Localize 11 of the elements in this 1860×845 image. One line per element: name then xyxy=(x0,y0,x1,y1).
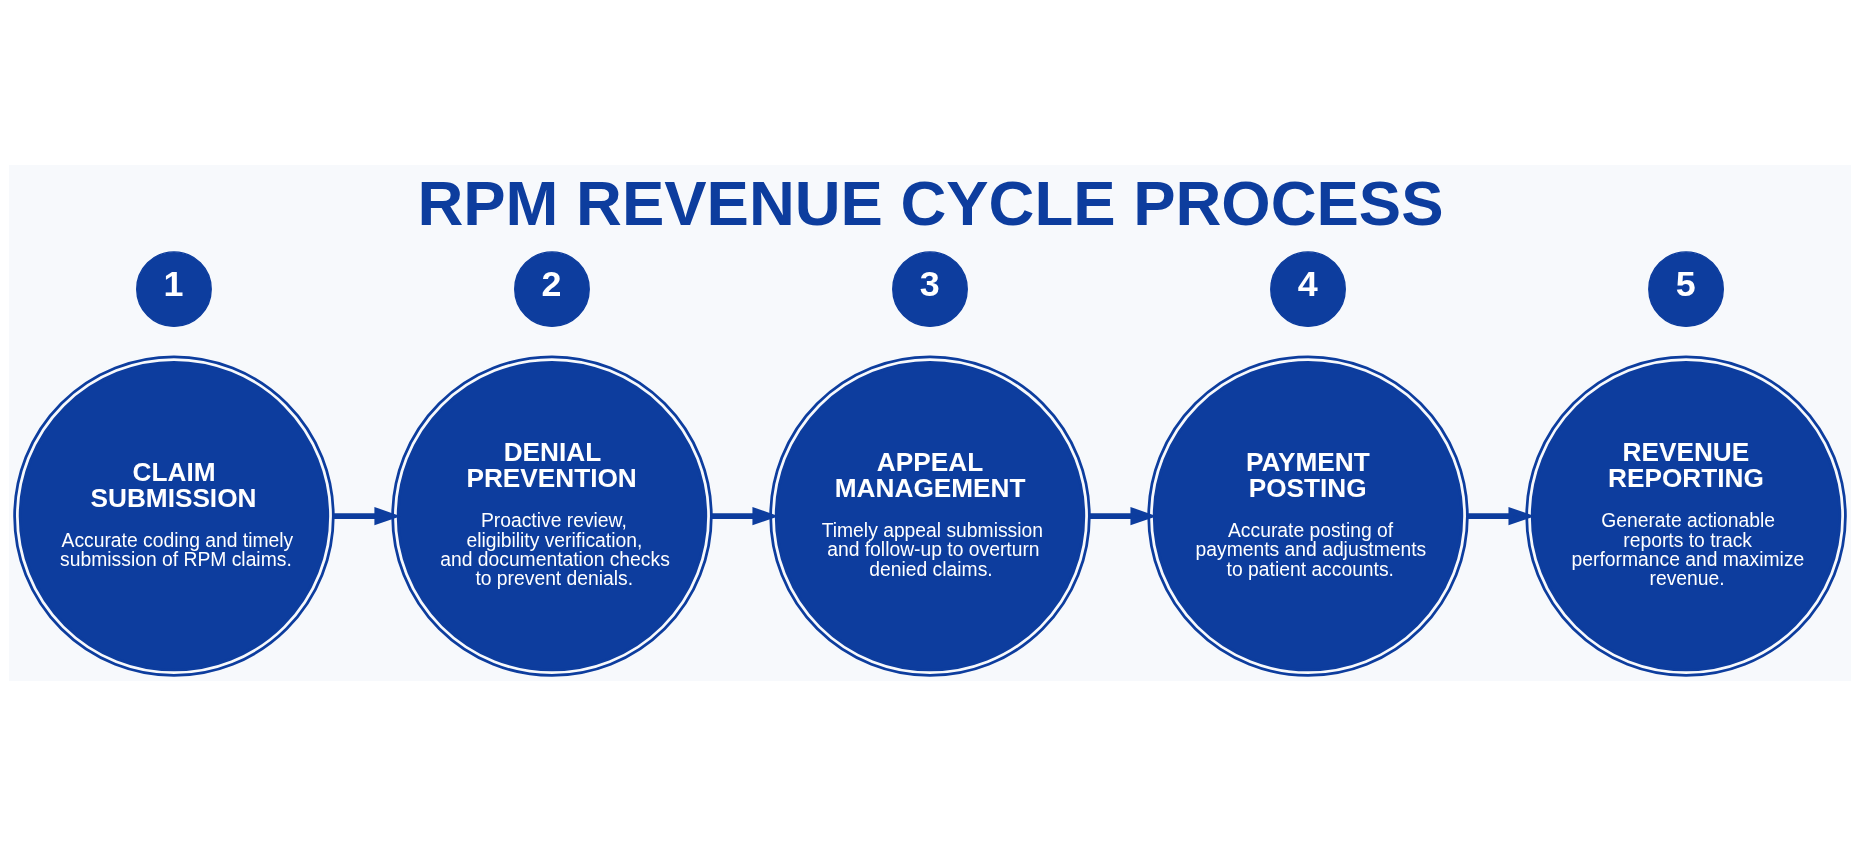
node-circle: 1 xyxy=(136,250,212,327)
node-circle: REVENUE REPORTING Generate actionable reports to track performance and maximize revenue. xyxy=(1525,354,1847,677)
node-circle: 5 xyxy=(1648,250,1724,327)
node-circle: PAYMENT POSTING Accurate posting of payments and adjustments to patient accounts. xyxy=(1147,354,1469,677)
node-circle: APPEAL MANAGEMENT Timely appeal submission and follow-up to overturn denied claims. xyxy=(769,354,1091,677)
node-circle: 4 xyxy=(1270,250,1346,327)
node-circle: DENIAL PREVENTION Proactive review, eligibility verification, and documentation checks to prevent denials. xyxy=(391,354,713,677)
node-circle: CLAIM SUBMISSION Accurate coding and timely submission of RPM claims. xyxy=(13,354,335,677)
node-circle: 3 xyxy=(892,250,968,327)
node-circle: 2 xyxy=(514,250,590,327)
diagram-title: RPM REVENUE CYCLE PROCESS xyxy=(417,167,1444,238)
